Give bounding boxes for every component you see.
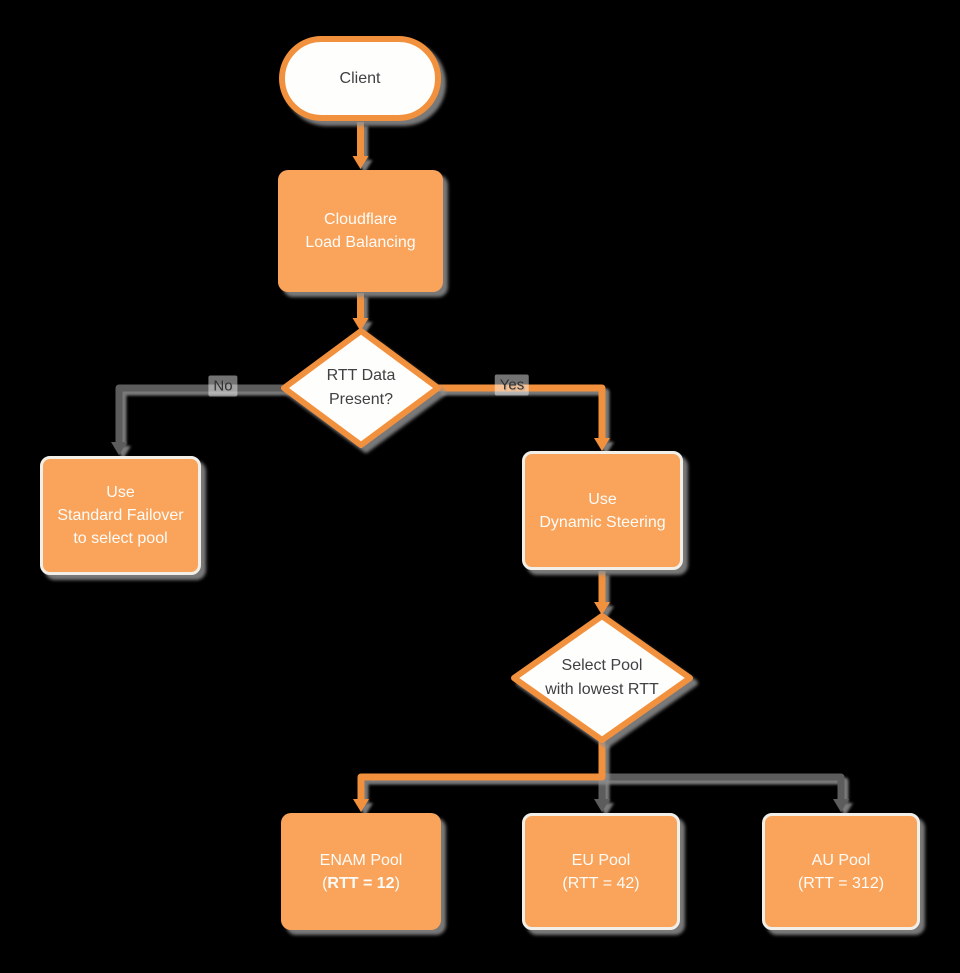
arrowhead-to-eu-pool	[594, 799, 610, 812]
node-standard-failover: Use Standard Failover to select pool	[40, 456, 201, 575]
edge-yes-line	[437, 384, 606, 438]
node-enam-pool: ENAM Pool (RTT = 12)	[281, 813, 441, 930]
edge-label-no: No	[208, 375, 238, 397]
arrowhead-to-select-pool	[594, 602, 610, 615]
node-dynamic-steering-line1: Use	[588, 490, 617, 508]
node-enam-pool-line1: ENAM Pool	[319, 851, 403, 869]
node-au-pool-line1: AU Pool	[811, 851, 871, 869]
node-dynamic-steering: Use Dynamic Steering	[522, 451, 683, 570]
node-rtt-decision-label: RTT Data Present?	[281, 364, 441, 412]
node-standard-failover-line1: Use	[106, 484, 135, 501]
node-enam-pool-rtt-value: RTT = 12	[327, 874, 395, 892]
node-eu-pool: EU Pool (RTT = 42)	[522, 813, 680, 930]
node-standard-failover-line2: Standard Failover	[57, 507, 184, 524]
edge-label-yes: Yes	[494, 374, 530, 396]
node-select-pool-label: Select Pool with lowest RTT	[522, 654, 682, 702]
node-load-balancing: Cloudflare Load Balancing	[278, 170, 443, 292]
arrowhead-to-rtt-decision	[352, 318, 369, 331]
edge-to-enam-line	[357, 741, 606, 799]
decision-diamond-select-pool	[511, 613, 693, 743]
node-select-pool-line1: Select Pool	[561, 657, 643, 674]
node-au-pool: AU Pool (RTT = 312)	[762, 813, 920, 930]
node-enam-pool-line2: (RTT = 12)	[322, 874, 400, 892]
node-rtt-decision-line1: RTT Data	[326, 367, 396, 384]
node-eu-pool-line2: (RTT = 42)	[562, 874, 640, 892]
decision-diamond-rtt-data	[281, 328, 441, 448]
arrowhead-to-au-pool	[833, 799, 849, 812]
edge-no-line	[115, 384, 285, 442]
edge-to-au-line	[602, 773, 845, 799]
node-standard-failover-line3: to select pool	[73, 530, 168, 547]
node-au-pool-line2: (RTT = 312)	[797, 874, 885, 892]
node-dynamic-steering-line2: Dynamic Steering	[539, 513, 666, 531]
node-select-pool-line2: with lowest RTT	[545, 681, 659, 698]
node-client-label: Client	[339, 70, 381, 87]
arrowhead-to-standard-failover	[111, 442, 127, 455]
node-rtt-decision-line2: Present?	[328, 391, 394, 408]
node-client: Client	[279, 36, 441, 121]
node-load-balancing-line1: Cloudflare	[324, 211, 397, 228]
node-load-balancing-line2: Load Balancing	[305, 234, 416, 251]
node-eu-pool-line1: EU Pool	[571, 851, 631, 869]
arrowhead-to-load-balancing	[352, 156, 369, 169]
arrowhead-to-dynamic-steering	[594, 438, 610, 451]
arrowhead-to-enam-pool	[353, 799, 369, 812]
